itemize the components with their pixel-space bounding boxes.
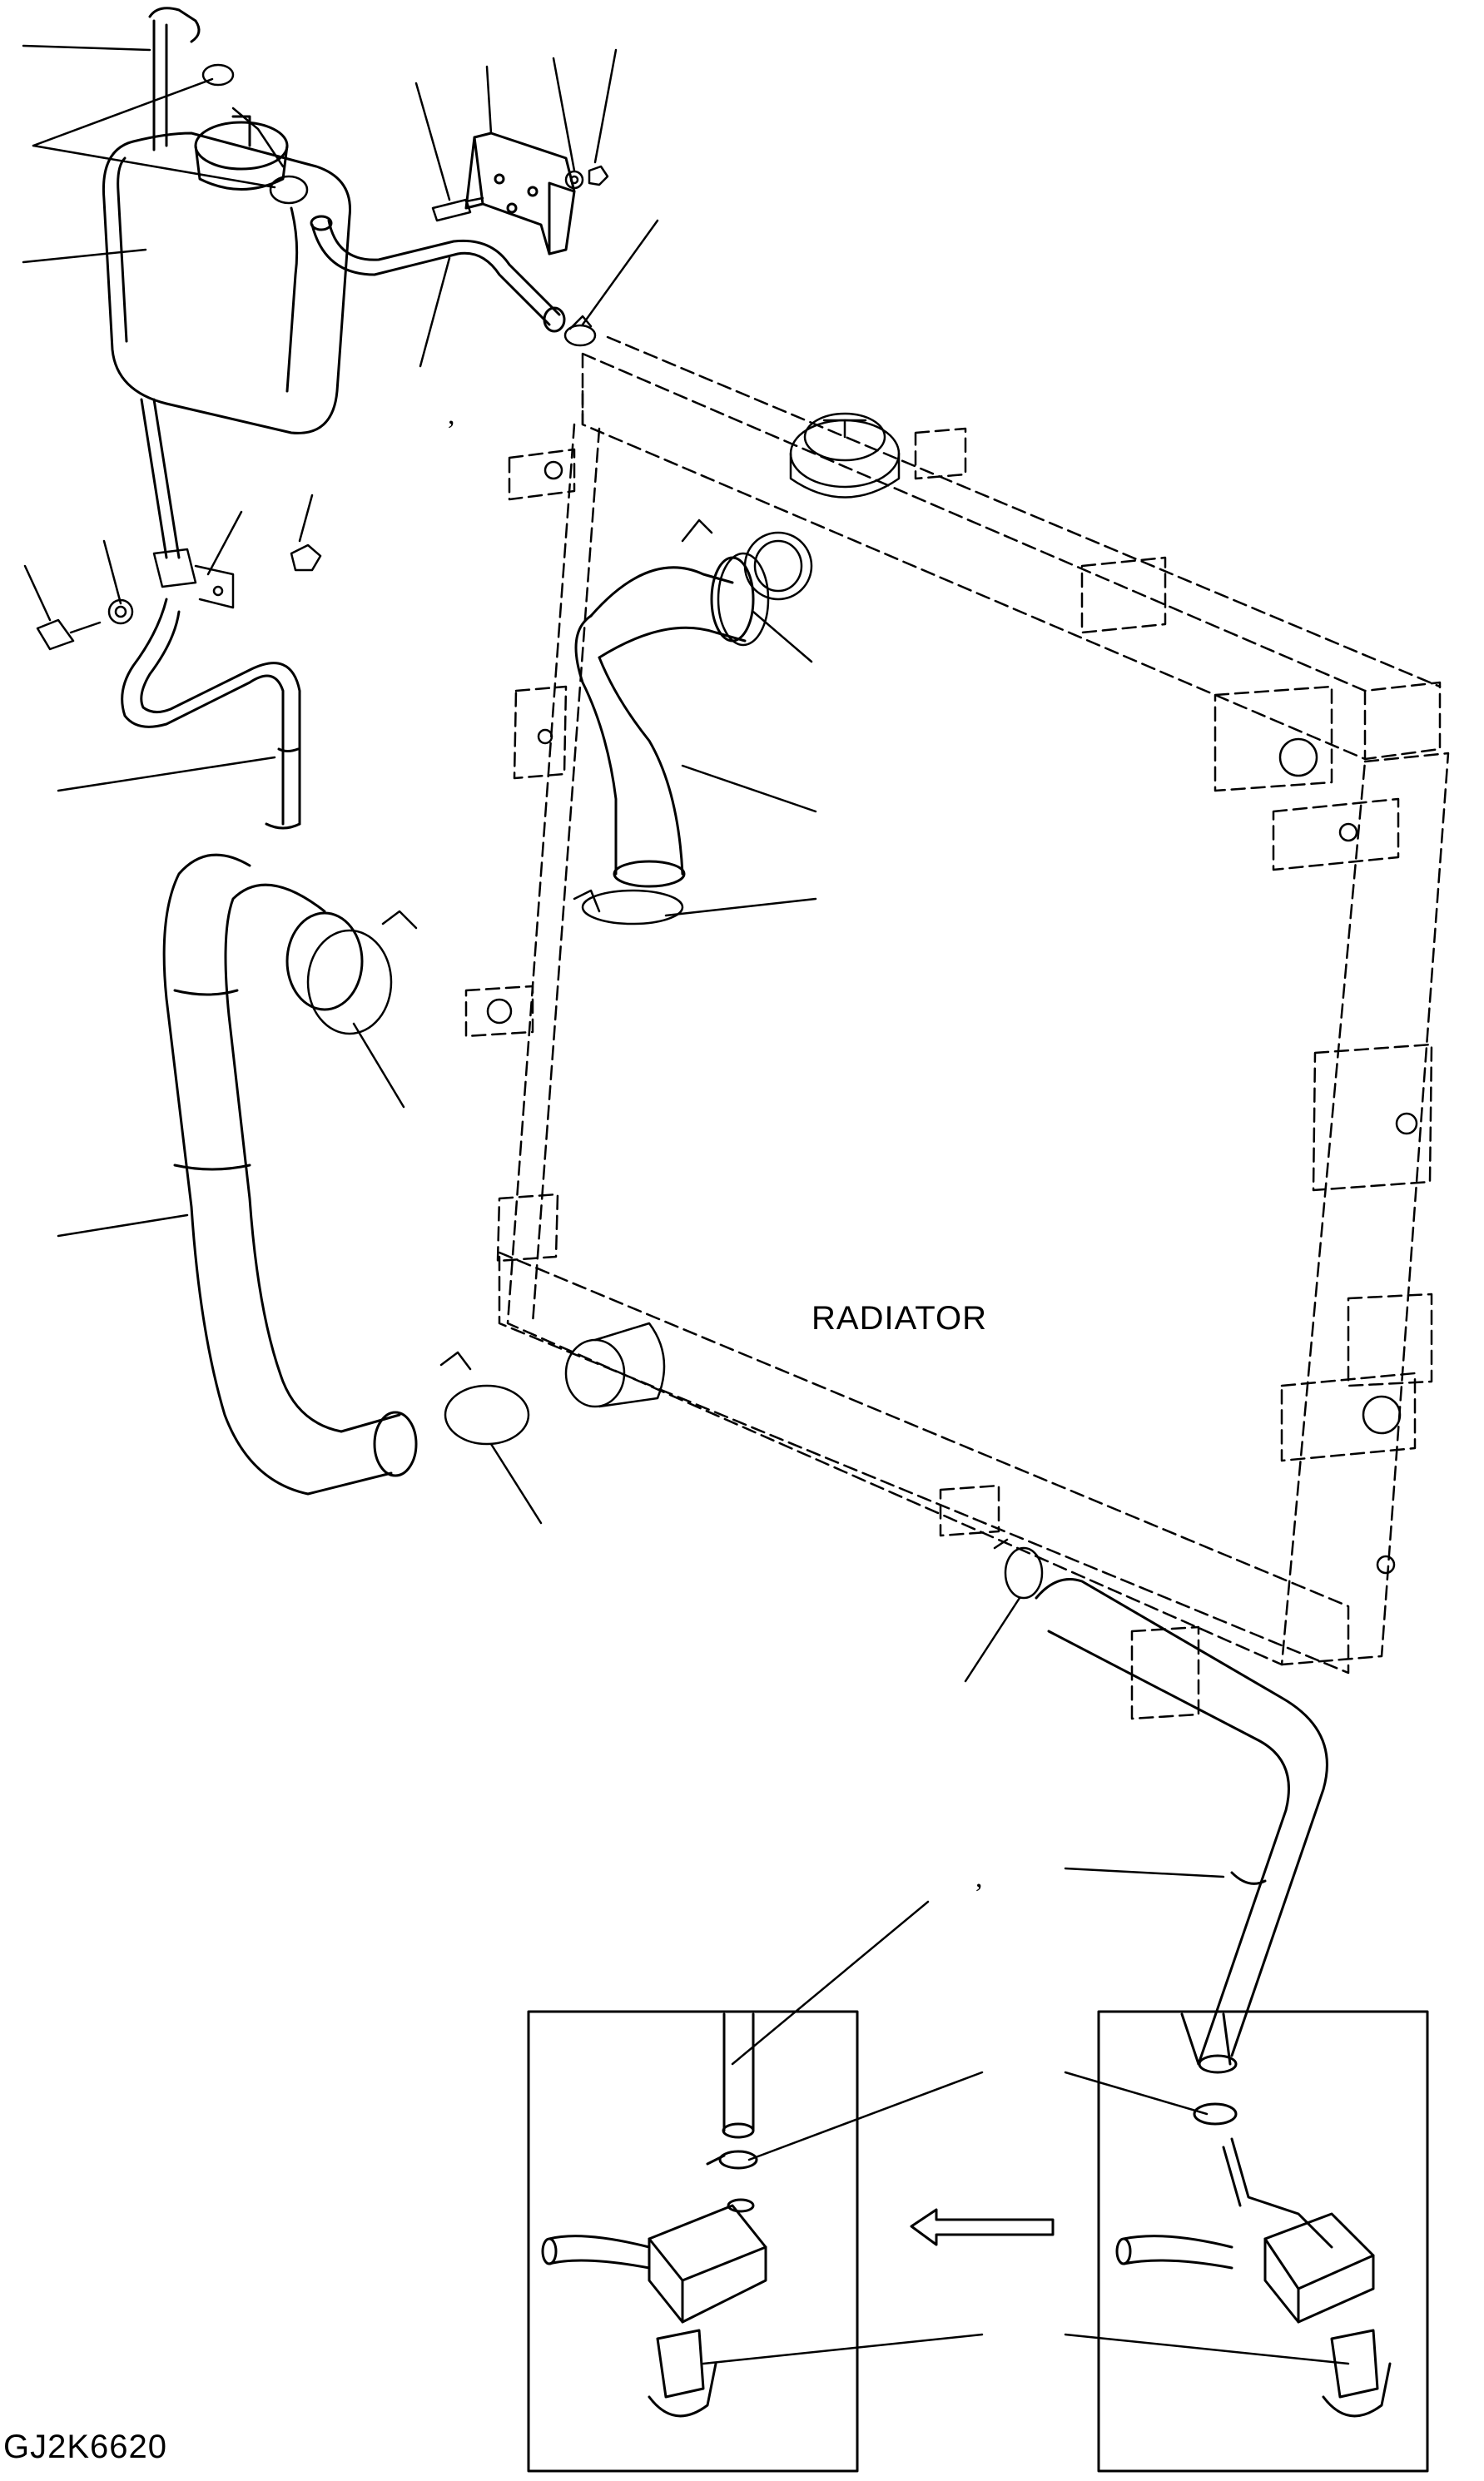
detail-box-left	[527, 2010, 859, 2473]
nut	[588, 165, 609, 186]
washer	[564, 170, 584, 190]
hose-clamp-upper	[681, 519, 770, 647]
arrow-left-icon	[910, 2208, 1055, 2246]
bolt	[431, 196, 484, 222]
radiator-mount-holes	[486, 460, 1418, 1575]
bolt	[36, 618, 102, 651]
leader-lines	[22, 44, 1350, 2365]
radiator-upper-hose	[574, 556, 755, 888]
lower-outlet-nozzle	[564, 1322, 666, 1408]
nut	[290, 543, 322, 572]
tank-cap	[194, 115, 289, 191]
mounting-bracket	[464, 131, 576, 256]
detail-box-right	[1097, 2010, 1429, 2473]
drain-hose	[1035, 1578, 1328, 2074]
radiator-label: RADIATOR	[811, 1300, 987, 1337]
pipe-bracket	[152, 548, 235, 609]
radiator-cap	[789, 412, 901, 499]
callout-comma-mark: ,	[448, 399, 455, 430]
hose-clamp-small	[563, 315, 597, 347]
tank-clips	[201, 63, 309, 205]
figure-code: GJ2K6620	[3, 2429, 168, 2465]
overflow-tube	[121, 7, 301, 830]
reserve-tank	[102, 131, 351, 434]
radiator-lower-hose	[162, 853, 418, 1496]
callout-comma-mark: ,	[975, 1863, 983, 1893]
radiator-assembly	[464, 335, 1450, 1720]
hose-clamp-lower-2	[439, 1351, 530, 1446]
tank-hose	[310, 215, 566, 333]
upper-inlet-nozzle	[743, 531, 813, 601]
hose-clamp-drain	[993, 1538, 1044, 1600]
hose-clamp-lower	[306, 910, 418, 1035]
hose-clamp-upper-2	[573, 889, 684, 925]
